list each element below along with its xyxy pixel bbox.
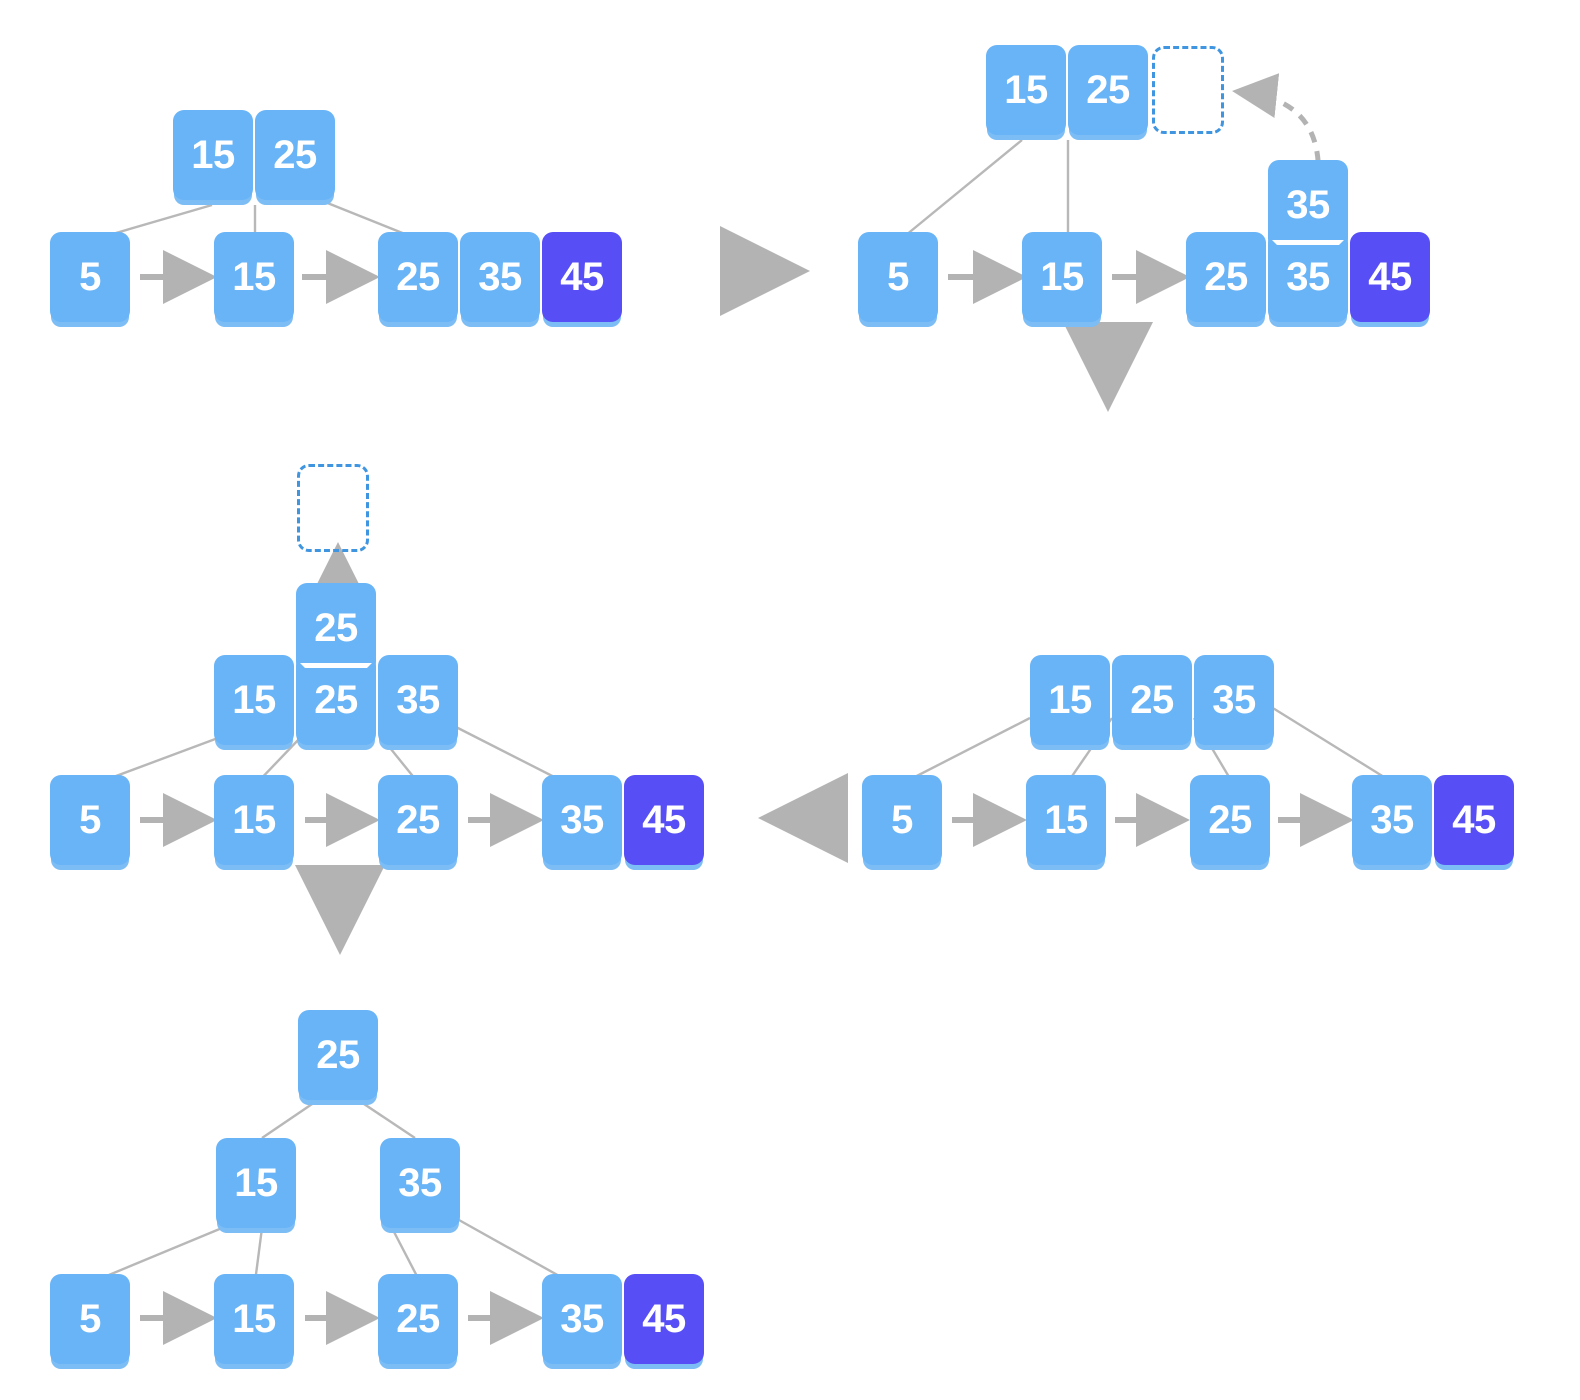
p4-leaf-a[interactable]: 5 — [862, 775, 942, 865]
p1-root-node[interactable]: 15 25 — [173, 110, 335, 200]
p1-leaf-a[interactable]: 5 — [50, 232, 130, 322]
p2-root-node[interactable]: 15 25 — [986, 45, 1148, 135]
key-cell[interactable]: 15 — [216, 1138, 296, 1228]
key-cell[interactable]: 35 — [380, 1138, 460, 1228]
key-cell[interactable]: 35 — [1352, 775, 1432, 865]
key-cell[interactable]: 35 — [542, 775, 622, 865]
key-cell[interactable]: 5 — [50, 232, 130, 322]
key-cell-highlight[interactable]: 45 — [1434, 775, 1514, 865]
p5-leaf-a[interactable]: 5 — [50, 1274, 130, 1364]
key-cell[interactable]: 15 — [214, 775, 294, 865]
p5-root-node[interactable]: 25 — [298, 1010, 378, 1100]
key-cell[interactable]: 25 — [1186, 232, 1266, 322]
p4-root-node[interactable]: 15 25 35 — [1030, 655, 1274, 745]
p4-leaf-d[interactable]: 35 45 — [1352, 775, 1514, 865]
p2-empty-key-slot-ghost — [1152, 46, 1224, 134]
p4-leaf-c[interactable]: 25 — [1190, 775, 1270, 865]
key-cell[interactable]: 15 — [1030, 655, 1110, 745]
p3-leaf-c[interactable]: 25 — [378, 775, 458, 865]
key-cell[interactable]: 25 — [1068, 45, 1148, 135]
panel2-tree-edges — [899, 139, 1070, 241]
key-cell[interactable]: 15 — [214, 232, 294, 322]
key-cell[interactable]: 25 — [1190, 775, 1270, 865]
p2-leaf-b[interactable]: 15 — [1022, 232, 1102, 322]
key-cell[interactable]: 5 — [858, 232, 938, 322]
p1-leaf-b[interactable]: 15 — [214, 232, 294, 322]
key-cell[interactable]: 35 — [378, 655, 458, 745]
key-cell-highlight[interactable]: 45 — [624, 775, 704, 865]
key-cell[interactable]: 15 — [986, 45, 1066, 135]
key-cell-highlight[interactable]: 45 — [542, 232, 622, 322]
p5-inner-right[interactable]: 35 — [380, 1138, 460, 1228]
key-cell-highlight[interactable]: 45 — [624, 1274, 704, 1364]
p5-leaf-c[interactable]: 25 — [378, 1274, 458, 1364]
key-cell[interactable]: 35 — [1194, 655, 1274, 745]
key-cell[interactable]: 25 — [378, 232, 458, 322]
p5-leaf-b[interactable]: 15 — [214, 1274, 294, 1364]
key-cell[interactable]: 5 — [50, 775, 130, 865]
key-cell[interactable]: 15 — [214, 1274, 294, 1364]
p2-lifted-key-35[interactable]: 35 — [1268, 160, 1348, 250]
p3-leaf-d[interactable]: 35 45 — [542, 775, 704, 865]
p1-leaf-c[interactable]: 25 35 45 — [378, 232, 622, 322]
p3-leaf-a[interactable]: 5 — [50, 775, 130, 865]
p5-inner-left[interactable]: 15 — [216, 1138, 296, 1228]
p3-lifted-key-25[interactable]: 25 — [296, 583, 376, 673]
key-cell[interactable]: 5 — [862, 775, 942, 865]
key-cell[interactable]: 25 — [255, 110, 335, 200]
p3-leaf-b[interactable]: 15 — [214, 775, 294, 865]
p3-root-node[interactable]: 15 25 25 35 — [214, 583, 458, 745]
key-cell[interactable]: 25 — [1112, 655, 1192, 745]
p2-leaf-c[interactable]: 25 35 35 45 — [1186, 160, 1430, 322]
p3-split-key-wrap: 25 25 — [296, 583, 378, 745]
key-cell[interactable]: 25 — [378, 775, 458, 865]
p2-split-key-wrap: 35 35 — [1268, 160, 1350, 322]
key-cell[interactable]: 15 — [214, 655, 294, 745]
key-cell[interactable]: 35 — [460, 232, 540, 322]
p2-leaf-a[interactable]: 5 — [858, 232, 938, 322]
key-cell-highlight[interactable]: 45 — [1350, 232, 1430, 322]
key-cell[interactable]: 15 — [1022, 232, 1102, 322]
key-cell[interactable]: 5 — [50, 1274, 130, 1364]
key-cell[interactable]: 25 — [298, 1010, 378, 1100]
panel5-tree-edges — [91, 1099, 571, 1284]
key-cell[interactable]: 15 — [1026, 775, 1106, 865]
key-cell[interactable]: 25 — [378, 1274, 458, 1364]
p3-empty-new-root-ghost — [297, 464, 369, 552]
p5-leaf-d[interactable]: 35 45 — [542, 1274, 704, 1364]
key-cell[interactable]: 15 — [173, 110, 253, 200]
p4-leaf-b[interactable]: 15 — [1026, 775, 1106, 865]
key-cell[interactable]: 35 — [542, 1274, 622, 1364]
